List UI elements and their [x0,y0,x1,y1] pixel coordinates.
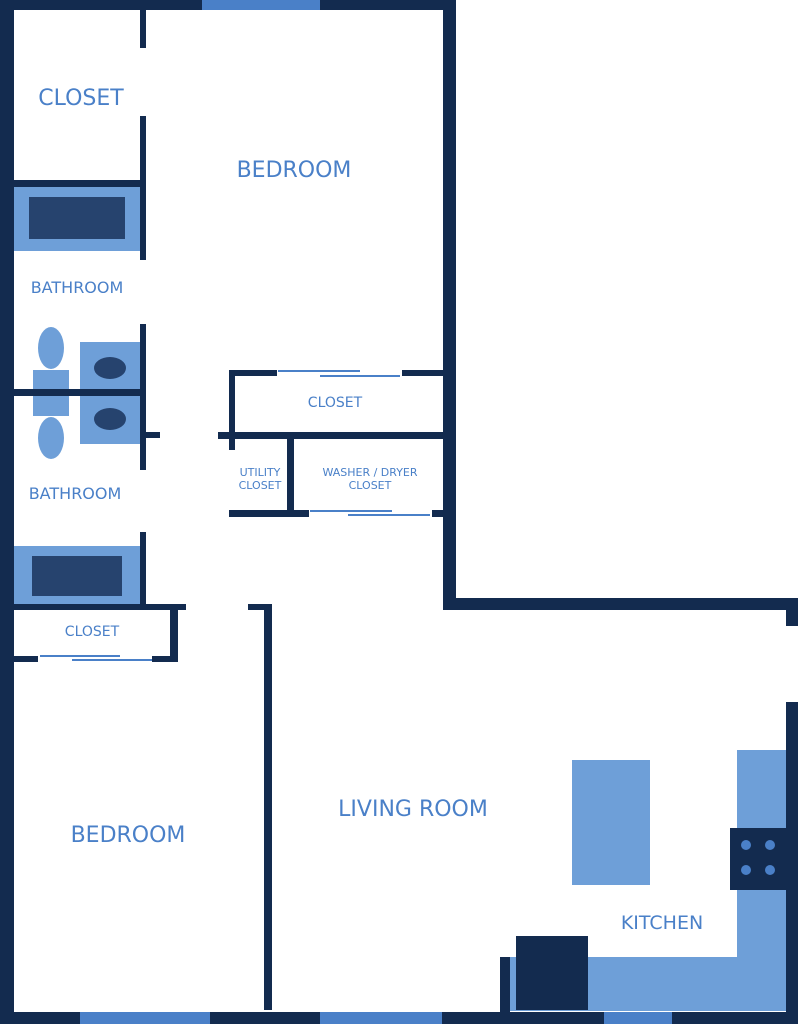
refrigerator-icon [516,936,588,1010]
sliding-doors [40,370,430,661]
room-label-utility-closet: UTILITY [240,466,281,479]
room-label-closet-middle: CLOSET [308,395,363,411]
room-label-utility-closet-2: CLOSET [239,479,282,492]
window-icon [202,0,320,10]
sink-icon [80,396,140,444]
room-label-closet-top: CLOSET [38,86,124,111]
window-icon [80,1012,210,1024]
room-label-bedroom-top: BEDROOM [237,158,352,183]
bathtub-icon [14,187,140,251]
room-labels: CLOSET BEDROOM BATHROOM CLOSET UTILITY C… [29,86,703,934]
kitchen-island-icon [572,760,650,885]
toilet-icon [33,327,69,390]
room-label-bathroom-upper: BATHROOM [31,278,124,297]
windows [80,0,672,1024]
room-label-living-room: LIVING ROOM [338,797,488,822]
sink-icon [80,342,140,390]
room-label-washer-dryer: WASHER / DRYER [322,466,417,479]
room-label-washer-dryer-2: CLOSET [349,479,392,492]
fixtures [14,187,786,1011]
bathtub-icon [14,546,140,604]
window-icon [320,1012,442,1024]
room-label-kitchen: KITCHEN [621,912,703,934]
stove-icon [730,828,786,890]
room-label-bathroom-lower: BATHROOM [29,484,122,503]
room-label-closet-lower: CLOSET [65,624,120,640]
toilet-icon [33,396,69,459]
room-label-bedroom-bottom: BEDROOM [71,823,186,848]
window-icon [604,1012,672,1024]
